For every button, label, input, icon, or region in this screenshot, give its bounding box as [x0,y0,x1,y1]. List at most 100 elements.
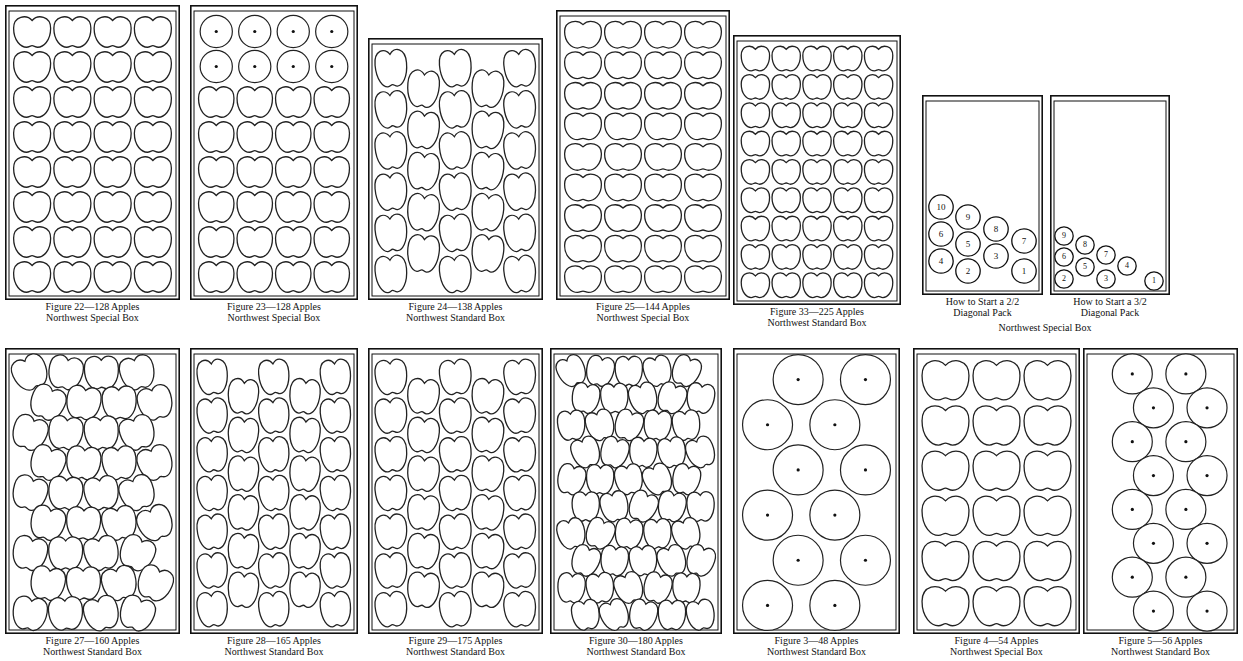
apple-circle-outline [956,205,980,229]
apple-outline [626,597,660,632]
packing-figure: Figure 23—128 Apples Northwest Special B… [190,5,358,323]
apple-outline [14,87,51,117]
apple-outline [1024,587,1071,626]
numbered-apple: 8 [1075,235,1095,255]
stem-dot [833,604,836,607]
callout-number: 7 [1104,251,1108,259]
apple-outline [470,571,504,608]
apple-outline [642,409,672,441]
apple-outline [314,227,349,257]
apple-outline [685,52,722,79]
apple-outline [834,216,862,241]
apple-top-view [810,490,860,540]
stem-dot [253,30,256,33]
apple-top-view [810,400,860,450]
apple-outline [258,436,291,473]
apple-outline [503,436,537,473]
apple-outline [48,596,84,631]
figure-caption: Figure 29—175 Apples Northwest Standard … [400,635,512,657]
apple-top-view [200,50,232,82]
apple-outline [685,266,722,293]
apple-circle-outline [1076,258,1094,276]
apple-outline [864,245,892,270]
apple-outline [741,46,769,71]
apple-outline [864,160,892,185]
apple-outline [94,52,131,82]
apple-outline [54,262,91,292]
apple-outline [922,496,969,535]
apple-outline [196,513,229,550]
apple-outline [94,157,131,187]
apple-outline [199,192,234,222]
callout-number: 1 [1152,277,1156,285]
box-inner-wall [560,16,726,296]
apple-outline [237,192,272,222]
apple-outline [864,273,892,298]
figure-caption: Figure 24—138 Apples Northwest Standard … [400,301,512,323]
apple-outline [406,110,441,149]
apple-outline [922,451,969,490]
apple-outline [196,359,229,396]
apple-circle-outline [1097,246,1115,264]
apple-outline [741,273,769,298]
apple-outline [741,188,769,213]
apple-circle-outline [956,232,980,256]
callout-number: 8 [1083,241,1087,249]
apple-outline [772,245,800,270]
apple-outline [772,188,800,213]
apple-outline [741,160,769,185]
box-outline [923,96,1042,294]
apple-outline [288,533,321,570]
apple-outline [565,22,602,49]
packing-figure: Figure 3—48 Apples Northwest Standard Bo… [733,348,900,657]
numbered-apple: 5 [955,231,981,257]
apple-outline [605,235,642,262]
apple-outline [503,513,537,550]
apple-outline [65,445,102,481]
apple-outline [565,174,602,201]
apple-circle-outline [1076,236,1094,254]
apple-outline [803,46,831,71]
apple-outline [374,131,409,170]
box-outline [1084,349,1237,633]
packing-box [190,348,358,634]
apple-outline [237,122,272,152]
stem-dot [253,65,256,68]
apple-outline [134,87,171,117]
apple-outline [319,436,352,473]
apple-top-view [1187,388,1227,428]
apple-outline [645,266,682,293]
numbered-apple: 3 [983,243,1009,269]
apple-outline [645,144,682,171]
box-inner-wall [737,354,896,630]
apple-outline [14,227,51,257]
packing-figure: Figure 29—175 Apples Northwest Standard … [368,348,543,657]
apple-outline [406,234,441,273]
apple-outline [134,157,171,187]
apple-outline [605,113,642,140]
apple-outline [1024,496,1071,535]
stem-dot [1184,576,1187,579]
apple-outline [772,103,800,128]
apple-outline [685,113,722,140]
box-outline [1051,96,1169,294]
apple-circle-outline [1055,248,1073,266]
stem-dot [292,65,295,68]
apple-outline [470,234,505,273]
apple-outline [314,87,349,117]
packing-figure: Figure 5—56 Apples Northwest Standard Bo… [1083,348,1238,657]
callout-number: 9 [966,213,971,222]
stem-dot [766,604,769,607]
apple-outline [834,273,862,298]
apple-outline [438,359,472,396]
callout-number: 6 [1062,253,1066,261]
apple-outline [645,22,682,49]
apple-outline [438,255,473,294]
box-outline [551,349,721,633]
apple-outline [605,144,642,171]
apple-outline [645,235,682,262]
apple-outline [556,572,586,604]
apple-outline [864,216,892,241]
numbered-apple: 8 [983,216,1009,242]
apple-outline [199,87,234,117]
